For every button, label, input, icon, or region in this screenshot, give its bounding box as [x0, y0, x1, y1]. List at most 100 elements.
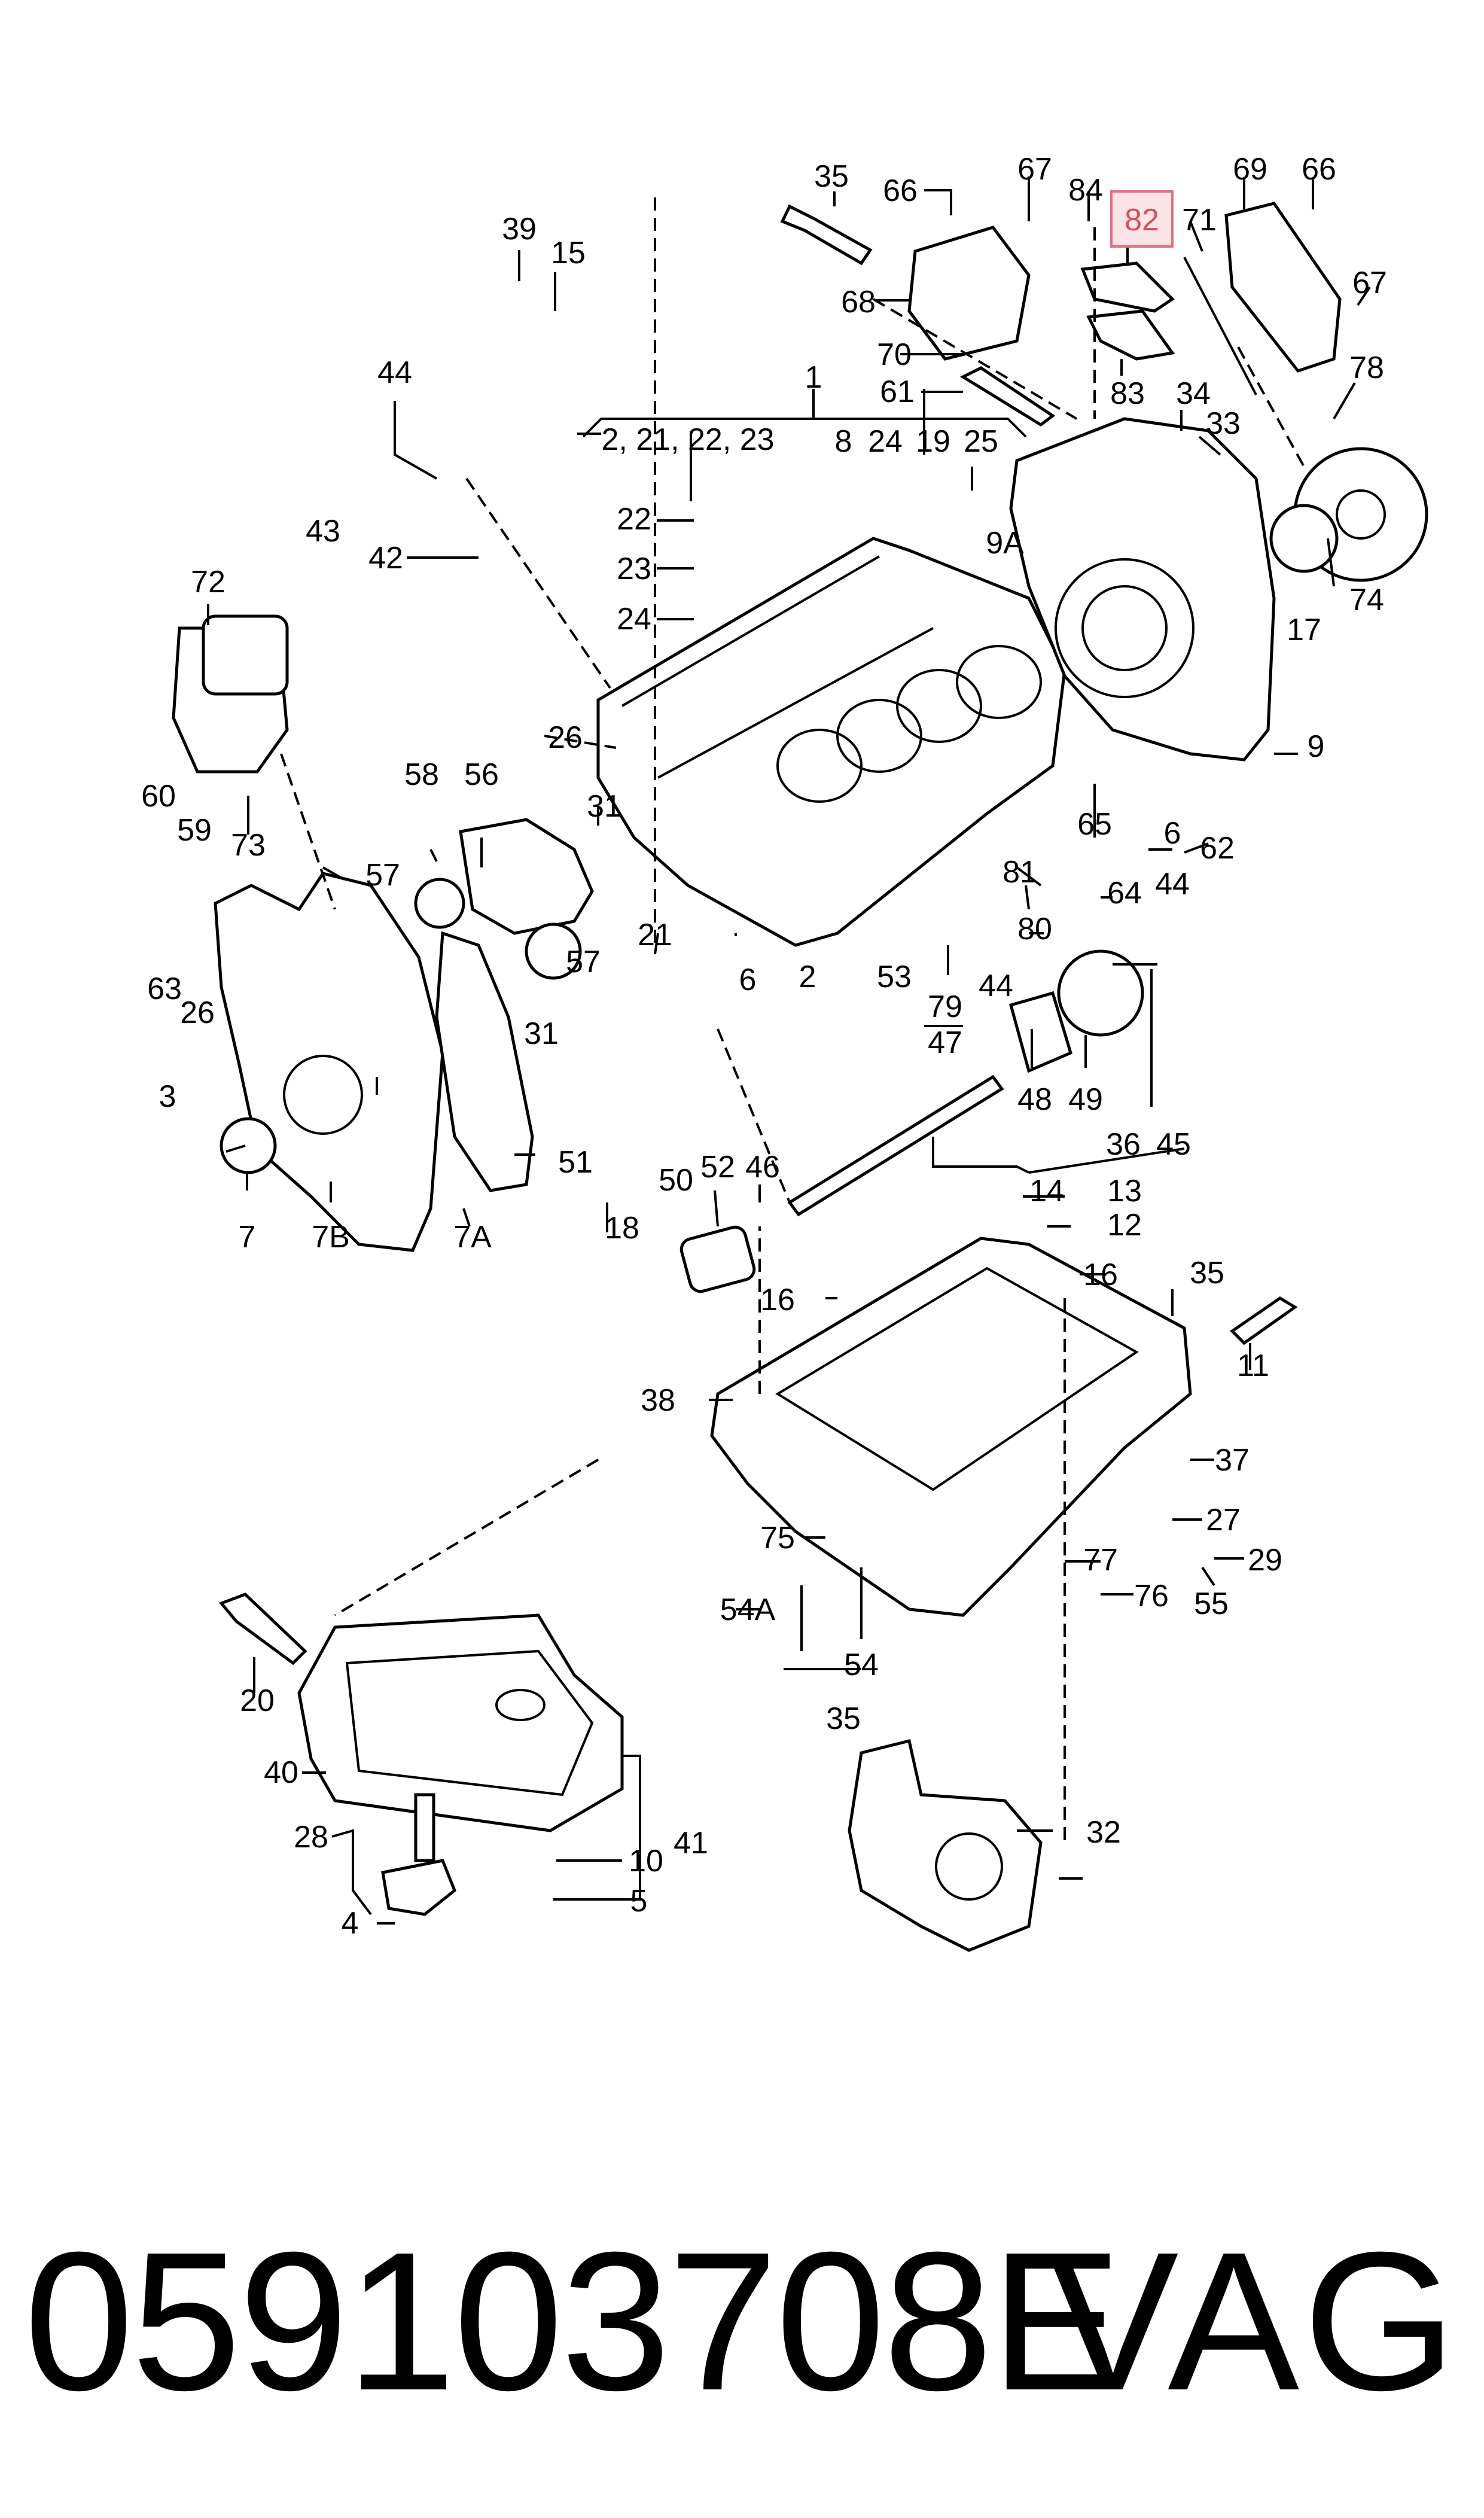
callout-label: 70 [877, 337, 912, 372]
callout-label: 19 [916, 424, 950, 459]
callout-label: 54A [720, 1593, 776, 1627]
callout-label: 62 [1200, 831, 1235, 866]
callout-label: 57 [365, 858, 400, 893]
brand-name: VAG [1047, 2211, 1460, 2431]
callout-label: 20 [240, 1683, 275, 1718]
callout-label: 59 [177, 813, 212, 848]
callout-label: 66 [883, 173, 918, 208]
callout-label: 42 [368, 541, 403, 576]
callout-label: 76 [1134, 1579, 1169, 1613]
callout-label: 10 [629, 1844, 663, 1878]
callout-label: 55 [1194, 1587, 1229, 1621]
callout-label: 83 [1110, 376, 1145, 411]
callout-label: 48 [1017, 1082, 1052, 1117]
callout-label: 69 [1233, 152, 1267, 187]
callout-label: 57 [566, 945, 601, 979]
callout-label: 40 [264, 1755, 298, 1790]
callout-label: 43 [306, 514, 340, 549]
group-1-bracket [582, 418, 1027, 438]
callout-label: 37 [1215, 1443, 1250, 1478]
sealant-tube-35-top [780, 204, 873, 266]
callout-label: 45 [1156, 1127, 1191, 1162]
callout-label: 35 [814, 159, 849, 194]
callout-label: 9 [1308, 729, 1325, 764]
callout-label: 24 [617, 602, 651, 637]
callout-label: 7A [453, 1220, 492, 1255]
callout-label: 31 [524, 1016, 559, 1051]
exploded-parts-diagram: 82 35 66 67 84 69 66 71 67 68 70 61 83 3… [141, 152, 1428, 1952]
callout-label: 54 [844, 1648, 879, 1682]
callout-label: 74 [1349, 583, 1384, 617]
callout-label: 63 [147, 972, 182, 1006]
callout-label: 17 [1287, 613, 1321, 647]
callout-label: 2 [799, 960, 816, 994]
oil-level-sensor [381, 1859, 457, 1916]
callout-label: 22 [617, 502, 651, 537]
callout-label: 66 [1302, 152, 1336, 187]
callout-label: 73 [231, 828, 266, 863]
oil-pan [297, 1613, 624, 1832]
callout-label: 58 [404, 757, 439, 792]
callout-label: 32 [1086, 1815, 1121, 1850]
callout-label: 49 [1068, 1082, 1103, 1117]
callout-label: 44 [979, 969, 1013, 1003]
dashed-lines [280, 197, 1305, 1843]
callout-label: 5 [630, 1884, 648, 1919]
callout-label: 23 [617, 552, 651, 586]
callout-label: 50 [659, 1163, 693, 1198]
callout-label: 3 [159, 1079, 176, 1114]
callout-label: 46 [745, 1150, 780, 1185]
callout-label: 64 [1107, 876, 1142, 911]
callout-label: 47 [928, 1025, 962, 1060]
callout-label: 67 [1352, 266, 1387, 300]
callout-label: 9A [986, 526, 1024, 561]
callout-label: 53 [877, 960, 912, 994]
sealant-tube-35-pan [218, 1593, 307, 1666]
callout-label: 77 [1083, 1543, 1118, 1578]
callout-label: 13 [1107, 1174, 1142, 1208]
callout-label: 60 [141, 779, 176, 814]
callout-label: 6 [1164, 816, 1181, 851]
sealant-tube-61 [959, 366, 1056, 427]
callout-label: 78 [1349, 351, 1384, 385]
callout-label: 35 [1190, 1256, 1224, 1290]
callout-label: 7B [312, 1220, 350, 1255]
callout-label: 28 [294, 1820, 328, 1855]
callout-label: 24 [868, 424, 903, 459]
callout-label: 25 [964, 424, 998, 459]
callout-label: 26 [548, 720, 583, 755]
callout-label: 34 [1176, 376, 1211, 411]
water-pump [459, 818, 594, 935]
callout-label: 7 [239, 1220, 256, 1255]
callout-label: 75 [760, 1521, 795, 1555]
callout-label: 4 [342, 1906, 359, 1941]
callout-label: 35 [826, 1701, 861, 1736]
callout-label: 80 [1017, 912, 1052, 946]
callout-label: 65 [1077, 807, 1112, 842]
callout-label: 6 [739, 963, 757, 997]
callout-label: 16 [1083, 1258, 1118, 1292]
callout-label: 2, 21, 22, 23 [601, 422, 774, 457]
callout-label: 84 [1068, 173, 1103, 208]
footer: 059103708E VAG [0, 2202, 1484, 2453]
callout-label: 81 [1002, 855, 1037, 890]
callout-label: 72 [191, 565, 226, 599]
callout-label: 38 [641, 1383, 675, 1418]
callout-label: 44 [377, 355, 412, 390]
callout-label: 44 [1155, 867, 1190, 902]
callout-label: 61 [880, 374, 915, 409]
callout-label: 16 [760, 1283, 795, 1317]
callout-label: 15 [551, 236, 586, 270]
leader-lines [207, 176, 1371, 1925]
part-number: 059103708E [24, 2211, 1122, 2431]
callout-label: 33 [1206, 406, 1241, 441]
callout-label: 56 [464, 757, 499, 792]
highlight-label-82: 82 [1125, 203, 1159, 238]
callout-label: 18 [605, 1211, 639, 1246]
callout-label: 67 [1017, 152, 1052, 187]
bedplate [710, 1237, 1192, 1617]
timing-cover [214, 872, 444, 1252]
callout-label: 39 [502, 212, 537, 246]
callout-label: 29 [1248, 1543, 1282, 1578]
callout-label: 8 [835, 424, 852, 459]
